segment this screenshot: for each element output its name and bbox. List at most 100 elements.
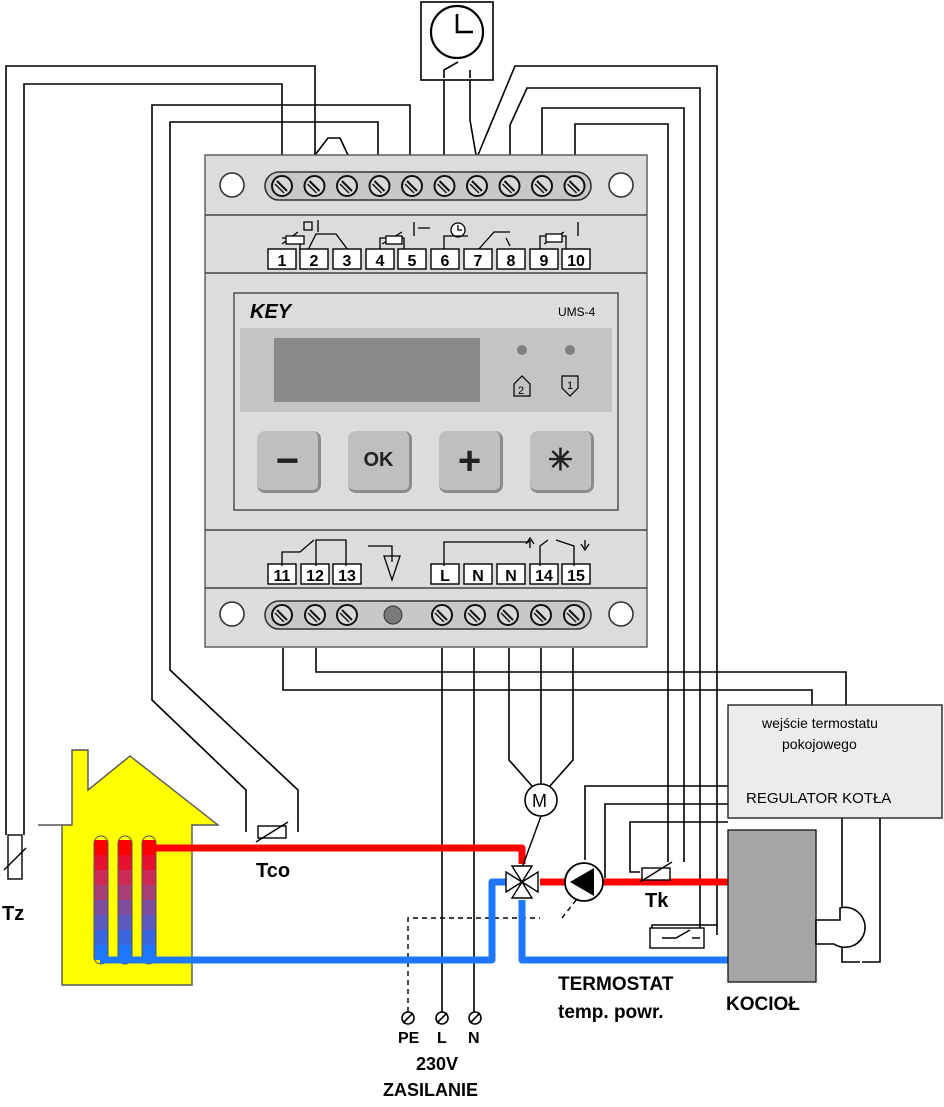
radiator-segment — [118, 855, 132, 870]
radiator-segment — [142, 855, 156, 870]
bottom-terminal-0-label: 11 — [274, 568, 291, 585]
wire-clock-b — [469, 80, 477, 156]
bottom-terminal-1-label: 12 — [306, 568, 324, 585]
radiator-segment — [94, 840, 108, 855]
mount-hole-tr — [608, 172, 634, 198]
wire-top-11 — [574, 123, 669, 862]
control-wires — [5, 65, 881, 1012]
wire-tz-a — [5, 65, 316, 835]
wire-top-8 — [477, 65, 718, 935]
tco-label: Tco — [256, 860, 291, 882]
top-terminal-symbols — [281, 220, 579, 251]
wire-motor-c — [549, 648, 574, 787]
valve-motor-pump: M — [505, 783, 604, 902]
boiler-label: KOCIOŁ — [726, 994, 800, 1015]
radiator-segment — [142, 915, 156, 930]
radiator-segment — [94, 855, 108, 870]
radiator-segment — [118, 900, 132, 915]
radiator-segment — [94, 930, 108, 945]
radiator-segment — [142, 885, 156, 900]
bottom-terminal-5: N — [496, 563, 526, 585]
minus-button[interactable]: − — [257, 431, 321, 493]
boiler-regulator: wejście termostatu pokojowego REGULATOR … — [727, 704, 943, 819]
bottom-terminal-5-label: N — [505, 568, 517, 585]
sensors — [3, 821, 705, 949]
house — [38, 749, 221, 986]
wire-reg-tk — [629, 821, 728, 873]
tz-sensor — [7, 834, 23, 880]
wire-top-9 — [509, 87, 701, 935]
top-terminal-8: 8 — [496, 248, 526, 270]
supply-l-label: L — [437, 1030, 447, 1047]
thermostat-title: TERMOSTAT — [558, 974, 674, 995]
top-terminal-10-label: 10 — [567, 253, 585, 270]
bottom-terminal-0: 11 — [267, 563, 297, 585]
hot-pipe-house — [150, 844, 526, 864]
radiator-segment — [94, 885, 108, 900]
bottom-terminal-6-label: 14 — [535, 568, 553, 585]
supply-pe-label: PE — [398, 1030, 420, 1047]
radiator-segment — [142, 930, 156, 945]
radiator-segment — [118, 915, 132, 930]
plus-button-label: + — [457, 438, 482, 483]
radiator — [93, 835, 157, 965]
cold-pipe-house — [100, 878, 506, 964]
bottom-terminal-3: L — [430, 563, 460, 585]
bottom-terminal-4-label: N — [472, 568, 484, 585]
mount-hole-tl — [219, 172, 245, 198]
mount-hole-bl — [219, 601, 245, 627]
pipes — [100, 844, 728, 964]
top-terminal-5: 5 — [397, 248, 427, 270]
wire-top-10 — [541, 107, 685, 862]
bottom-terminal-2-label: 13 — [338, 568, 356, 585]
pe-wire — [407, 917, 540, 1012]
top-terminal-6-label: 6 — [441, 253, 450, 270]
mount-hole-br — [608, 601, 634, 627]
regulator-box — [727, 704, 943, 819]
wire-bottom-11 — [282, 648, 813, 705]
mixing-valve — [505, 865, 539, 899]
star-button-label: ✳ — [547, 444, 574, 477]
model-label: UMS-4 — [558, 305, 596, 319]
brand-logo: KEY — [250, 301, 293, 323]
radiator-segment — [118, 840, 132, 855]
radiator-segment — [142, 900, 156, 915]
motor-label: M — [532, 791, 547, 811]
star-button[interactable]: ✳ — [530, 431, 594, 493]
thermostat-sub: temp. powr. — [558, 1002, 664, 1023]
regulator-line1: wejście termostatu — [761, 715, 878, 731]
wire-tco-b — [169, 121, 379, 832]
ok-button-label: OK — [363, 449, 394, 471]
regulator-title: REGULATOR KOTŁA — [746, 790, 891, 807]
radiator-segment — [118, 885, 132, 900]
radiator-segment — [94, 900, 108, 915]
radiator-segment — [94, 945, 108, 960]
zone-1-label: 1 — [567, 380, 573, 392]
lcd-screen — [274, 338, 480, 402]
tz-label: Tz — [2, 903, 25, 925]
top-terminal-9: 9 — [529, 248, 559, 270]
zone-2-icon — [513, 375, 531, 397]
top-terminal-3-label: 3 — [343, 253, 352, 270]
top-terminal-8-label: 8 — [507, 253, 516, 270]
clock-timer — [420, 1, 494, 81]
supply-n-label: N — [468, 1030, 480, 1047]
top-terminal-4: 4 — [365, 248, 395, 270]
top-terminal-3: 3 — [332, 248, 362, 270]
ok-button[interactable]: OK — [348, 431, 412, 493]
bottom-terminal-4: N — [463, 563, 493, 585]
plus-button[interactable]: + — [439, 431, 503, 493]
bottom-terminal-symbols — [281, 536, 590, 583]
bottom-indicator-dot — [383, 605, 403, 625]
radiator-segment — [118, 870, 132, 885]
wire-tz-b — [23, 83, 283, 835]
radiator-segment — [94, 870, 108, 885]
top-terminal-2: 2 — [299, 248, 329, 270]
clock-hands — [455, 14, 473, 34]
wire-tco-a — [151, 104, 411, 832]
wire-motor-a — [508, 648, 533, 787]
minus-button-label: − — [275, 438, 300, 483]
power-terminals — [401, 1011, 482, 1025]
